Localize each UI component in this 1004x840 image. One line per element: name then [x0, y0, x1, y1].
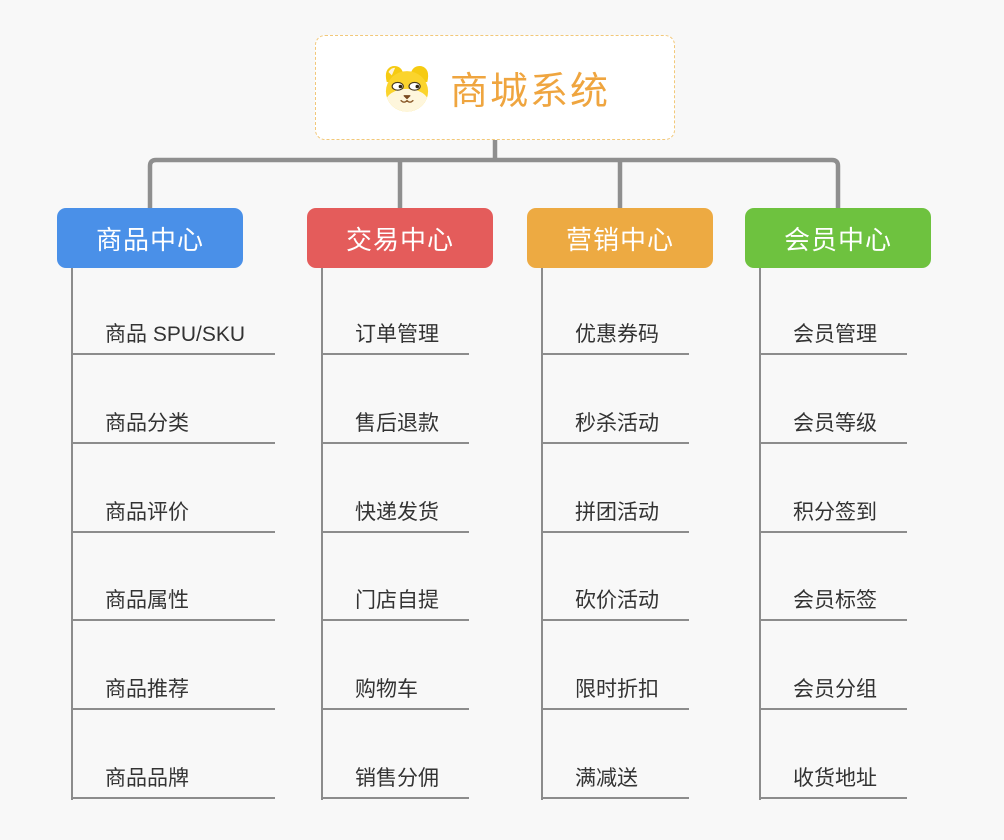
mindmap-node-item[interactable]: 商品属性: [72, 533, 276, 622]
mindmap-node-item[interactable]: 商品分类: [72, 355, 276, 444]
mindmap-node-item[interactable]: 商品评价: [72, 444, 276, 533]
mindmap-node-item[interactable]: 会员分组: [760, 621, 907, 711]
root-title: 商城系统: [449, 71, 610, 113]
mindmap-node-item[interactable]: 收货地址: [760, 710, 907, 799]
mindmap-node-item[interactable]: 购物车: [322, 621, 469, 711]
mindmap-node-item[interactable]: 会员管理: [760, 268, 907, 355]
items-list-product-center: 商品 SPU/SKU 商品分类 商品评价 商品属性 商品推荐 商品品牌: [72, 268, 276, 799]
mindmap-node-item[interactable]: 门店自提: [322, 533, 469, 622]
mindmap-node-item[interactable]: 商品推荐: [72, 621, 276, 711]
dog-icon: [385, 65, 429, 112]
mindmap-node-item[interactable]: 会员等级: [760, 355, 907, 444]
mindmap-node-item[interactable]: 拼团活动: [542, 444, 689, 533]
mindmap-node-item[interactable]: 商品品牌: [72, 710, 276, 799]
mindmap-node-item[interactable]: 售后退款: [322, 355, 469, 444]
mindmap-node-item[interactable]: 满减送: [542, 710, 689, 799]
items-list-marketing-center: 优惠券码 秒杀活动 拼团活动 砍价活动 限时折扣 满减送: [542, 268, 689, 799]
mindmap-node-item[interactable]: 限时折扣: [542, 621, 689, 711]
branch-box-member-center[interactable]: 会员中心: [745, 208, 931, 268]
mindmap-node-item[interactable]: 商品 SPU/SKU: [72, 268, 276, 355]
branch-box-product-center[interactable]: 商品中心: [57, 208, 243, 268]
mindmap-node-item[interactable]: 砍价活动: [542, 533, 689, 622]
mindmap-node-item[interactable]: 积分签到: [760, 444, 907, 533]
branch-box-marketing-center[interactable]: 营销中心: [527, 208, 713, 268]
branch-box-trade-center[interactable]: 交易中心: [307, 208, 493, 268]
root-node[interactable]: 商城系统: [315, 35, 675, 140]
mindmap-node-item[interactable]: 销售分佣: [322, 710, 469, 799]
mindmap-node-item[interactable]: 订单管理: [322, 268, 469, 355]
mindmap-node-item[interactable]: 快递发货: [322, 444, 469, 533]
mindmap-node-item[interactable]: 优惠券码: [542, 268, 689, 355]
mindmap-node-item[interactable]: 会员标签: [760, 533, 907, 622]
mindmap-node-item[interactable]: 秒杀活动: [542, 355, 689, 444]
branch-bus-connector: [147, 157, 841, 208]
items-list-trade-center: 订单管理 售后退款 快递发货 门店自提 购物车 销售分佣: [322, 268, 469, 799]
items-list-member-center: 会员管理 会员等级 积分签到 会员标签 会员分组 收货地址: [760, 268, 907, 799]
